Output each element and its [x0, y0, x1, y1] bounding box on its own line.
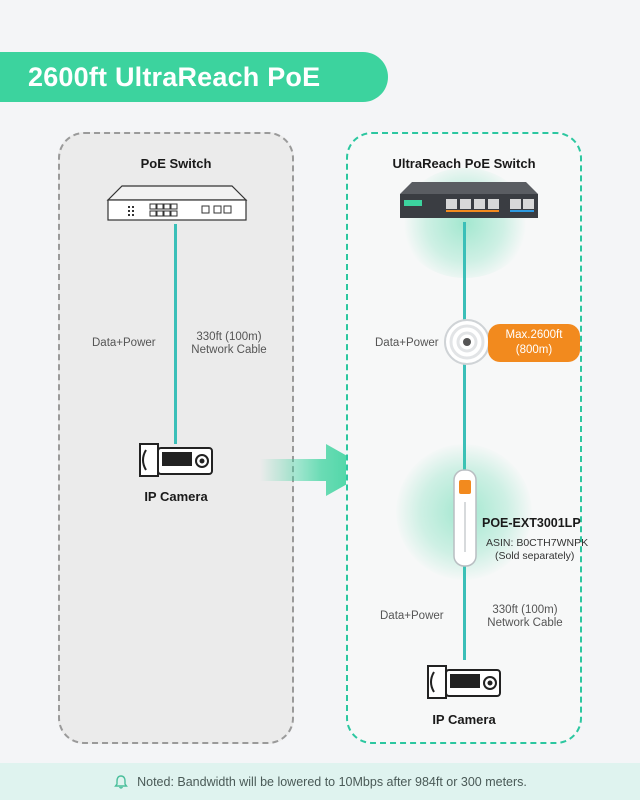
- extender-icon: [453, 469, 477, 567]
- poe-switch-icon: [106, 185, 248, 221]
- right-data-power-label-top: Data+Power: [375, 337, 439, 349]
- left-camera-label: IP Camera: [144, 489, 208, 504]
- ultrareach-switch-icon: [400, 182, 538, 218]
- extender-sold-separately: (Sold separately): [495, 550, 575, 562]
- footer-note-text: Noted: Bandwidth will be lowered to 10Mb…: [137, 774, 527, 789]
- ip-camera-icon: [427, 665, 501, 699]
- title-banner: 2600ft UltraReach PoE: [0, 52, 388, 102]
- arrow-right-icon: [260, 444, 372, 496]
- right-camera-label: IP Camera: [432, 712, 496, 727]
- bell-icon: [114, 774, 128, 789]
- left-data-power-label: Data+Power: [92, 337, 156, 349]
- page-title: 2600ft UltraReach PoE: [28, 61, 321, 92]
- right-cable-label: 330ft (100m) Network Cable: [487, 604, 563, 629]
- max-distance-badge: Max.2600ft (800m): [488, 324, 580, 362]
- poe-switch-label: PoE Switch: [140, 156, 212, 171]
- extender-model-label: POE-EXT3001LP: [482, 516, 581, 530]
- right-data-power-label-bottom: Data+Power: [380, 610, 444, 622]
- right-network-cable: [463, 222, 466, 660]
- footer-note-bar: Noted: Bandwidth will be lowered to 10Mb…: [0, 763, 640, 800]
- left-cable-label: 330ft (100m) Network Cable: [191, 331, 267, 356]
- ultrareach-switch-label: UltraReach PoE Switch: [392, 156, 536, 171]
- left-network-cable: [174, 224, 177, 444]
- cable-reel-icon: [444, 319, 490, 365]
- extender-asin: ASIN: B0CTH7WNPK: [486, 537, 589, 549]
- ip-camera-icon: [139, 443, 213, 477]
